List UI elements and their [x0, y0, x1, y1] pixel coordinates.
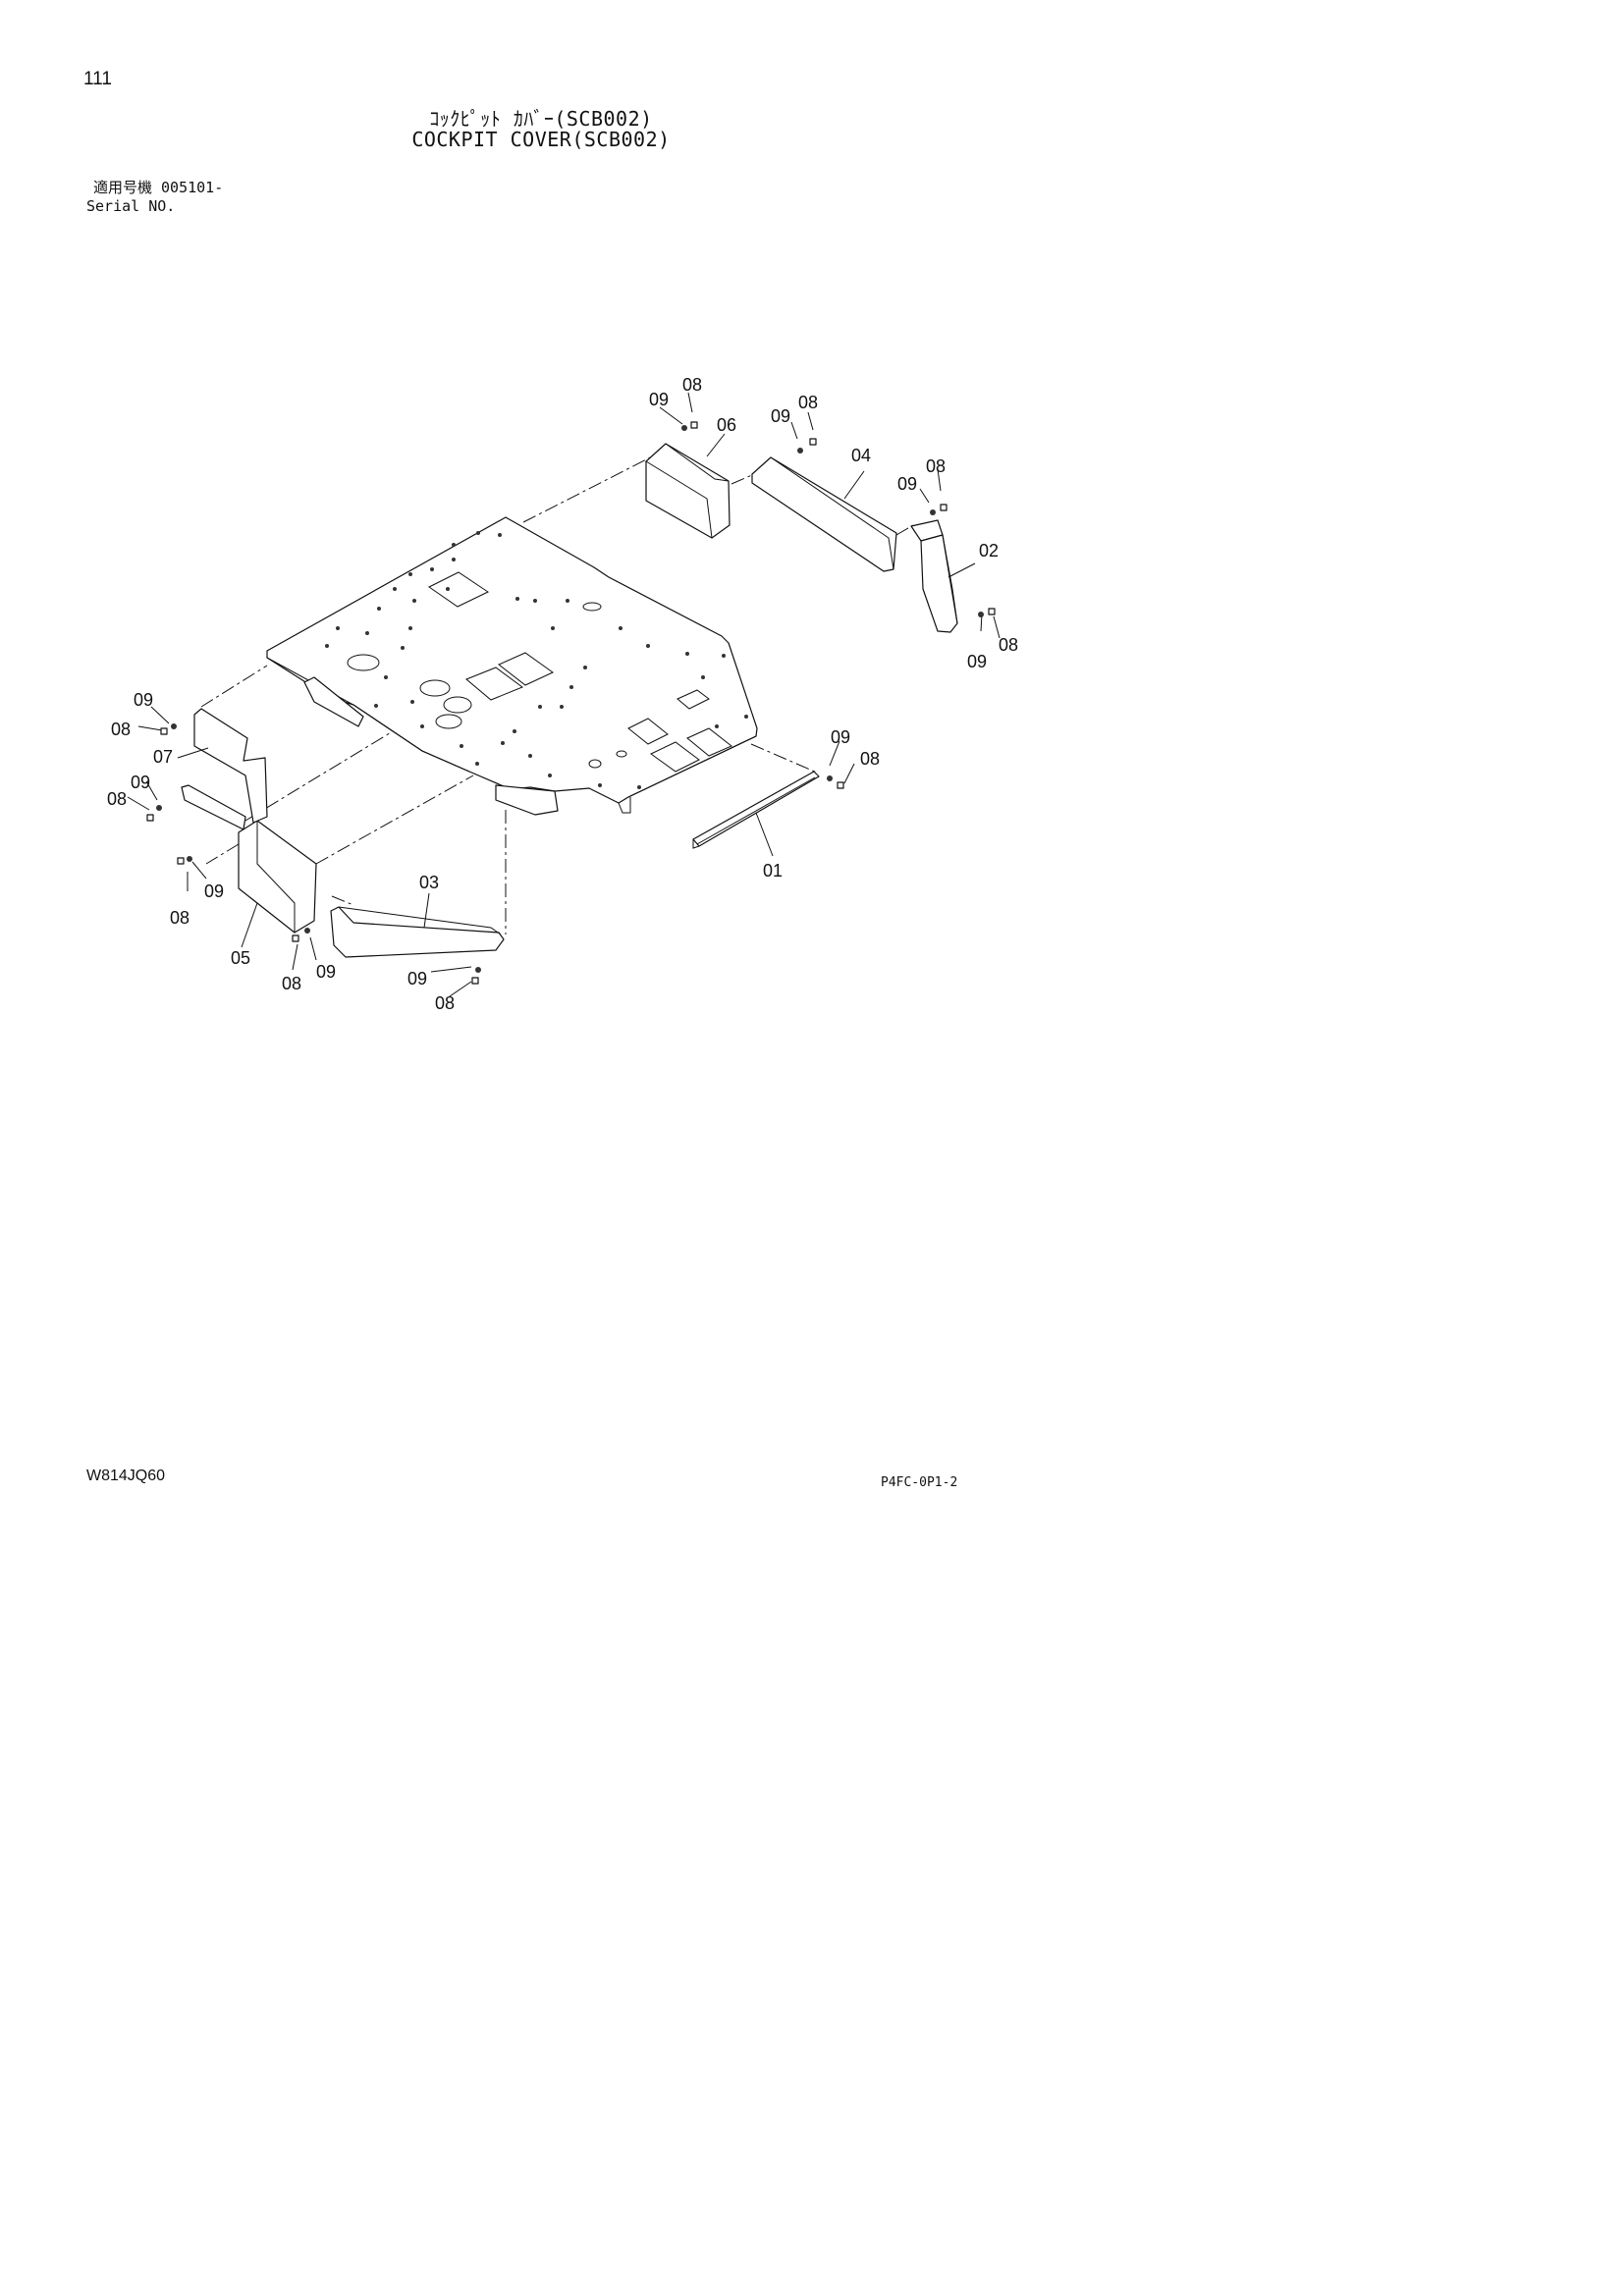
callout-06: 06	[717, 415, 736, 435]
serial-label-japanese: 適用号機 005101-	[93, 179, 224, 196]
title-japanese: ｺｯｸﾋﾟｯﾄ ｶﾊﾞｰ(SCB002)	[429, 107, 653, 131]
part-02-bracket	[910, 519, 958, 633]
part-06-box	[645, 443, 731, 539]
callouts: 01 02 03 04 05 06 07 08 08 08 08 08 08 0…	[107, 375, 1018, 1013]
callout-01: 01	[763, 861, 783, 881]
part-05-cover	[238, 820, 317, 934]
page-number: 111	[83, 69, 112, 89]
callout-05: 05	[231, 948, 250, 968]
callout-08: 08	[999, 635, 1018, 655]
callout-08: 08	[860, 749, 880, 769]
callout-09: 09	[407, 969, 427, 988]
callout-08: 08	[926, 456, 946, 476]
callout-07: 07	[153, 747, 173, 767]
exploded-parts-diagram: 01 02 03 04 05 06 07 08 08 08 08 08 08 0…	[107, 375, 1018, 1013]
callout-09: 09	[831, 727, 850, 747]
callout-09: 09	[204, 881, 224, 901]
callout-08: 08	[282, 974, 301, 993]
callout-09: 09	[134, 690, 153, 710]
callout-08: 08	[170, 908, 189, 928]
callout-09: 09	[771, 406, 790, 426]
callout-09: 09	[897, 474, 917, 494]
callout-09: 09	[967, 652, 987, 671]
part-01-rail	[692, 771, 820, 849]
serial-label-english: Serial NO.	[86, 197, 176, 215]
callout-04: 04	[851, 446, 871, 465]
part-03-bracket	[330, 906, 505, 958]
callout-08: 08	[107, 789, 127, 809]
fasteners	[146, 421, 996, 985]
page-code: P4FC-0P1-2	[881, 1475, 958, 1490]
title-english: COCKPIT COVER(SCB002)	[411, 128, 671, 151]
drawing-number: W814JQ60	[86, 1468, 166, 1484]
callout-08: 08	[798, 393, 818, 412]
callout-08: 08	[682, 375, 702, 395]
callout-02: 02	[979, 541, 999, 561]
part-07-cover	[181, 708, 268, 830]
callout-03: 03	[419, 873, 439, 892]
floor-plate	[266, 516, 758, 816]
part-04-cover	[751, 456, 897, 572]
callout-09: 09	[316, 962, 336, 982]
callout-09: 09	[649, 390, 669, 409]
callout-08: 08	[111, 720, 131, 739]
callout-09: 09	[131, 773, 150, 792]
callout-08: 08	[435, 993, 455, 1013]
leader-lines	[127, 392, 1001, 997]
